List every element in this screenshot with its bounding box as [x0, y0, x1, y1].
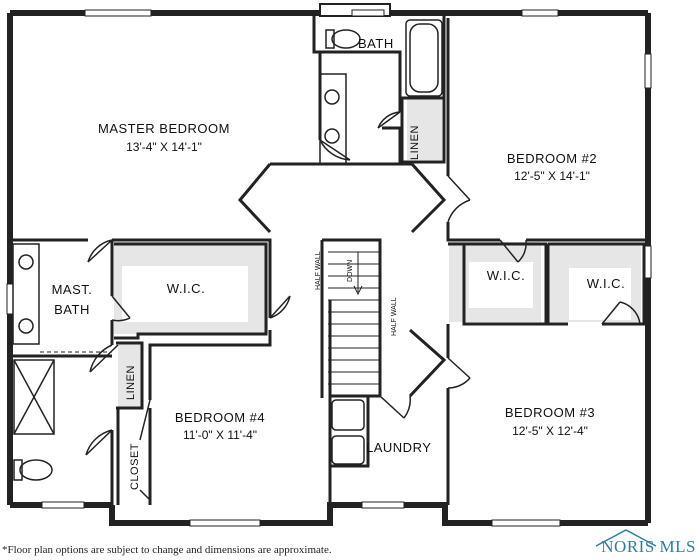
logo-text: NORIS MLS [601, 537, 696, 556]
interior-walls [10, 13, 648, 505]
master-bedroom-label: MASTER BEDROOM [98, 121, 230, 136]
mast-bath-label-1: MAST. [52, 282, 93, 297]
laundry-label: LAUNDRY [366, 440, 431, 455]
disclaimer-text: *Floor plan options are subject to chang… [2, 544, 332, 556]
bedroom4-dims: 11'-0" X 11'-4" [183, 428, 257, 442]
house-roof-icon [595, 529, 657, 547]
noris-mls-logo: NORIS MLS [590, 526, 696, 558]
wic-bed2-label: W.I.C. [487, 268, 525, 283]
bedroom3-dims: 12'-5" X 12'-4" [512, 424, 588, 438]
fixtures [12, 19, 443, 481]
closet-label: CLOSET [129, 443, 141, 490]
linen-upper-label: LINEN [409, 125, 421, 160]
bedroom2-dims: 12'-5" X 14'-1" [514, 169, 590, 183]
bedroom3-label: BEDROOM #3 [505, 405, 595, 420]
windows [6, 9, 652, 527]
half-wall-left-label: HALF WALL [315, 251, 322, 290]
stair-treads [328, 251, 380, 385]
wic-master-label: W.I.C. [167, 281, 205, 296]
mast-bath-label-2: BATH [54, 302, 90, 317]
stair-down-label: DOWN [347, 260, 354, 282]
linen-lower-label: LINEN [125, 365, 137, 400]
bath-label: BATH [358, 36, 394, 51]
master-bedroom-dims: 13'-4" X 14'-1" [126, 140, 202, 154]
bedroom2-label: BEDROOM #2 [507, 151, 597, 166]
half-wall-right-label: HALF WALL [391, 297, 398, 336]
wic-inner-white [122, 262, 631, 322]
doors [85, 111, 641, 501]
bedroom4-label: BEDROOM #4 [175, 410, 265, 425]
wic-bed3-label: W.I.C. [587, 276, 625, 291]
